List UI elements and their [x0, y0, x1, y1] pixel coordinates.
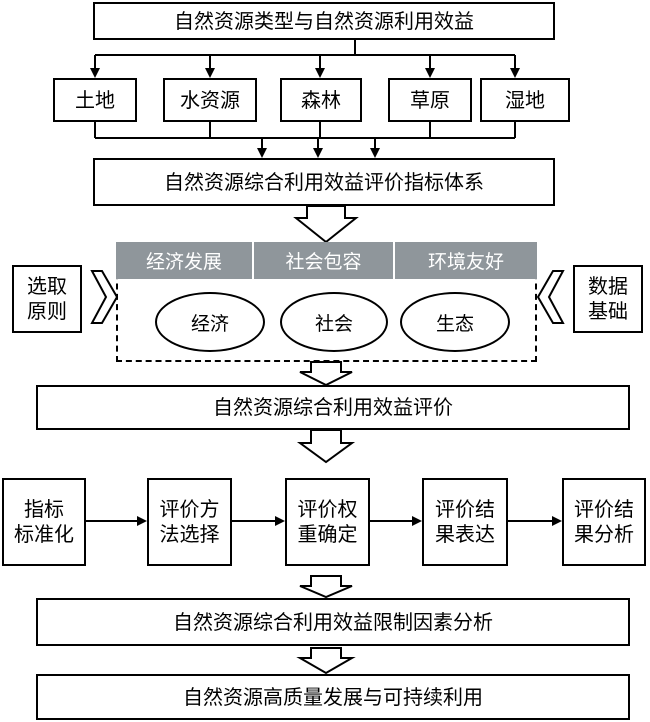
step-analysis: 评价结 果分析 — [562, 478, 646, 566]
step-method-label: 评价方 法选择 — [159, 497, 220, 546]
pillar-environment: 环境友好 — [395, 242, 537, 279]
pillar-economic: 经济发展 — [116, 242, 254, 279]
type-water: 水资源 — [163, 78, 257, 122]
selection-principle-label: 选取 原则 — [27, 274, 67, 323]
step-expression: 评价结 果表达 — [422, 478, 508, 566]
evaluation-box: 自然资源综合利用效益评价 — [36, 385, 630, 430]
type-wetland: 湿地 — [480, 78, 570, 122]
hollow-arrow-3 — [296, 429, 356, 464]
step-weight: 评价权 重确定 — [285, 478, 370, 566]
step-method: 评价方 法选择 — [147, 478, 232, 566]
type-grassland: 草原 — [388, 78, 472, 122]
bottom-box: 自然资源高质量发展与可持续利用 — [36, 674, 630, 720]
oval-economy: 经济 — [155, 292, 265, 352]
limit-analysis-box: 自然资源综合利用效益限制因素分析 — [36, 598, 630, 646]
step-analysis-label: 评价结 果分析 — [574, 497, 634, 546]
step-standardize-label: 指标 标准化 — [14, 497, 74, 546]
oval-ecology: 生态 — [400, 292, 510, 352]
top-box: 自然资源类型与自然资源利用效益 — [93, 2, 555, 40]
selection-principle-box: 选取 原则 — [12, 265, 82, 333]
hollow-arrow-2 — [299, 361, 353, 387]
chevron-left-right — [536, 270, 565, 324]
oval-society: 社会 — [280, 292, 388, 352]
data-basis-label: 数据 基础 — [588, 274, 628, 323]
hollow-arrow-4 — [299, 575, 353, 599]
type-forest: 森林 — [280, 78, 362, 122]
type-land: 土地 — [53, 78, 137, 122]
pillar-social: 社会包容 — [254, 242, 395, 279]
step-expression-label: 评价结 果表达 — [435, 497, 495, 546]
chevron-right-left — [90, 270, 119, 324]
step-weight-label: 评价权 重确定 — [297, 497, 358, 546]
data-basis-box: 数据 基础 — [573, 265, 643, 333]
hollow-arrow-1 — [293, 205, 359, 244]
step-standardize: 指标 标准化 — [2, 478, 86, 566]
index-system-box: 自然资源综合利用效益评价指标体系 — [93, 158, 555, 206]
hollow-arrow-5 — [296, 647, 356, 675]
